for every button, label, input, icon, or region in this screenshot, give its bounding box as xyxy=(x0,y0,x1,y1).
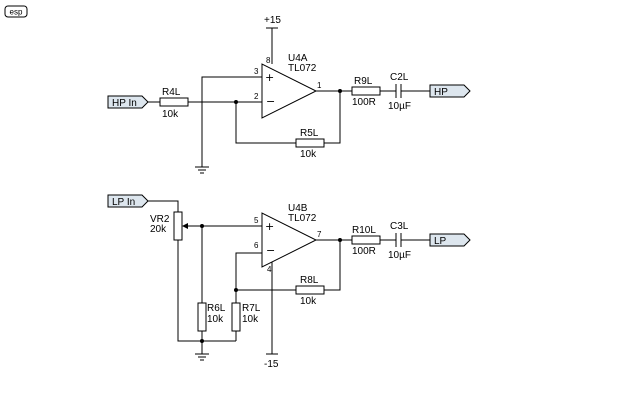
resistor-r9l xyxy=(351,86,381,96)
vee-label-bottom: -15 xyxy=(264,359,279,370)
resistor-r10l xyxy=(351,235,381,245)
plus-sign-bottom: + xyxy=(265,220,274,233)
resistor-r8l xyxy=(295,285,325,295)
opamp-u4b-type: TL072 xyxy=(288,213,317,224)
r9l-value: 100R xyxy=(352,97,376,108)
wire-noninv-top xyxy=(201,76,262,167)
pin-inv-bottom: 6 xyxy=(254,241,259,250)
wire-fb-right-top xyxy=(324,91,341,144)
logo-text: esp xyxy=(10,8,23,17)
r4l-value: 10k xyxy=(162,109,179,120)
r5l-name: R5L xyxy=(300,128,319,139)
minus-sign-bottom: − xyxy=(266,244,275,257)
pin-out-top: 1 xyxy=(317,81,322,90)
pin-inv-top: 2 xyxy=(254,92,259,101)
r7l-name: R7L xyxy=(242,303,261,314)
opamp-u4a xyxy=(261,63,318,119)
c3l-name: C3L xyxy=(390,221,409,232)
c2l-name: C2L xyxy=(390,72,409,83)
plus-sign-top: + xyxy=(265,71,274,84)
capacitor-c2l xyxy=(395,84,402,98)
output-port-lp xyxy=(429,233,471,247)
ground-symbol-bottom xyxy=(195,353,209,361)
r8l-name: R8L xyxy=(300,275,319,286)
output-port-lp-label: LP xyxy=(434,236,447,247)
junction-ground-bottom xyxy=(200,339,204,343)
r6l-name: R6L xyxy=(207,303,226,314)
pin-vee-bottom: 4 xyxy=(267,265,272,274)
minus-sign-top: − xyxy=(266,95,275,108)
pin-noninv-bottom: 5 xyxy=(254,216,259,225)
opamp-u4b xyxy=(261,212,318,268)
output-port-hp xyxy=(429,84,471,98)
potentiometer-vr2 xyxy=(173,211,183,241)
input-port-hp-label: HP In xyxy=(112,98,137,109)
wire-pot-bottom xyxy=(177,240,236,342)
wire-fb-right-bottom xyxy=(324,240,341,291)
wiper-arrow xyxy=(182,223,188,229)
input-port-hp xyxy=(107,95,149,109)
resistor-r4l xyxy=(159,97,189,107)
wire-fb-left-top xyxy=(235,102,296,144)
vr2-value: 20k xyxy=(150,224,167,235)
opamp-u4b-name: U4B xyxy=(288,203,308,214)
vcc-label-top: +15 xyxy=(264,15,281,26)
r10l-name: R10L xyxy=(352,225,376,236)
pin-vcc-top: 8 xyxy=(266,56,271,65)
r5l-value: 10k xyxy=(300,149,317,160)
r9l-name: R9L xyxy=(354,76,373,87)
r8l-value: 10k xyxy=(300,296,317,307)
junction-out-bottom xyxy=(338,238,342,242)
vr2-name: VR2 xyxy=(150,214,170,225)
wire-inv-bottom xyxy=(235,252,262,303)
pin-noninv-top: 3 xyxy=(254,67,259,76)
opamp-u4a-type: TL072 xyxy=(288,63,317,74)
r7l-value: 10k xyxy=(242,314,259,325)
c2l-value: 10µF xyxy=(388,101,411,112)
ground-symbol-top xyxy=(195,166,209,174)
output-port-hp-label: HP xyxy=(434,87,448,98)
junction-out-top xyxy=(338,89,342,93)
resistor-r5l xyxy=(295,138,325,148)
r6l-value: 10k xyxy=(207,314,224,325)
capacitor-c3l xyxy=(395,233,402,247)
resistor-r6l xyxy=(197,302,207,332)
input-port-lp xyxy=(107,194,149,208)
wire-lp-in xyxy=(148,200,179,212)
esp-logo: esp xyxy=(4,5,28,18)
pin-out-bottom: 7 xyxy=(317,230,322,239)
resistor-r7l xyxy=(231,302,241,332)
r10l-value: 100R xyxy=(352,246,376,257)
opamp-u4a-name: U4A xyxy=(288,53,308,64)
c3l-value: 10µF xyxy=(388,250,411,261)
input-port-lp-label: LP In xyxy=(112,197,135,208)
r4l-name: R4L xyxy=(162,87,181,98)
